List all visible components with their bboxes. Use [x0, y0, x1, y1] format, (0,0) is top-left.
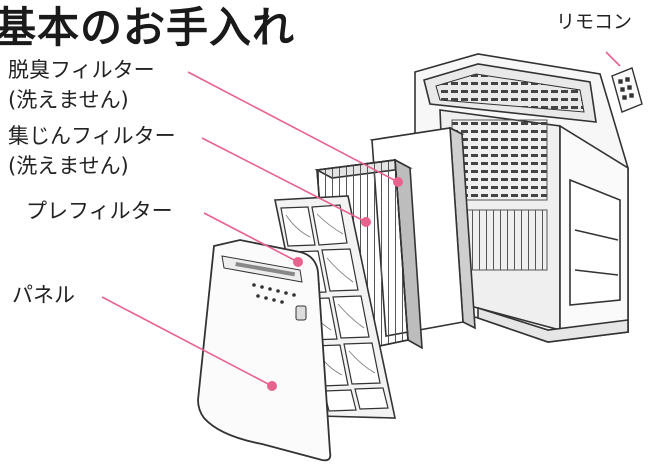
leader-deodorizing — [187, 71, 399, 183]
remote-control — [611, 67, 643, 113]
leader-dots — [267, 177, 403, 391]
front-panel — [197, 239, 332, 462]
deodorizing-filter-note: (洗えません) — [8, 88, 129, 112]
leader-dust — [201, 137, 367, 223]
remote-label: リモコン — [556, 11, 633, 33]
dot-panel — [267, 381, 277, 391]
pre-filter — [274, 195, 396, 419]
leader-pre — [203, 212, 299, 263]
dot-pre — [293, 257, 303, 267]
leader-lines — [101, 51, 621, 387]
leader-remote — [605, 51, 621, 67]
dust-filter-note: (洗えません) — [8, 154, 129, 178]
pre-filter-label: プレフィルター — [26, 199, 173, 223]
dust-filter-label: 集じんフィルター — [8, 124, 176, 148]
page-title: 基本のお手入れ — [0, 3, 296, 52]
panel-label: パネル — [12, 283, 75, 307]
leader-panel — [101, 296, 273, 387]
dot-dust — [361, 217, 371, 227]
dot-deodorizing — [393, 177, 403, 187]
deodorizing-filter-label: 脱臭フィルター — [8, 58, 155, 82]
